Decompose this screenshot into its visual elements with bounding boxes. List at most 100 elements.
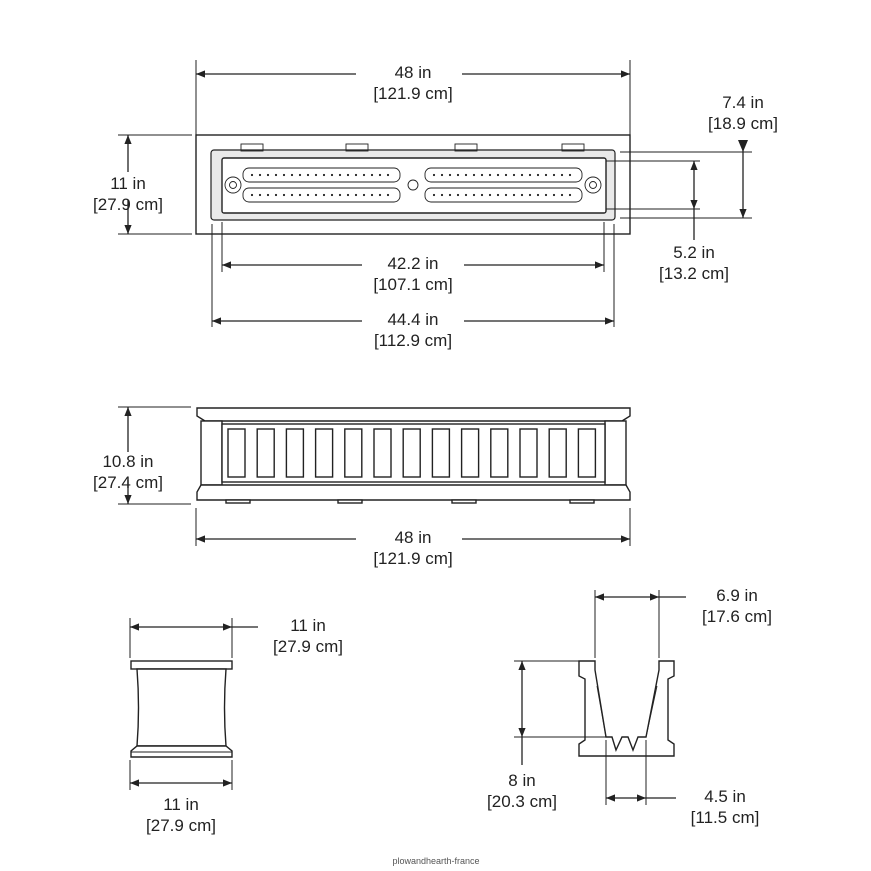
drainage-hole: [314, 173, 318, 177]
drainage-hole: [354, 193, 358, 197]
top-inner-length-dimension: 42.2 in [107.1 cm]: [221, 222, 605, 294]
drainage-hole: [298, 193, 302, 197]
drainage-hole: [378, 193, 382, 197]
drainage-hole: [536, 193, 540, 197]
drainage-hole: [496, 173, 500, 177]
front-slat: [460, 428, 480, 478]
drainage-hole: [552, 173, 556, 177]
outer-channel-imperial-label: 7.4 in: [722, 93, 764, 112]
cross-top-imperial-label: 6.9 in: [716, 586, 758, 605]
cross-top-metric-label: [17.6 cm]: [702, 607, 772, 626]
front-view: 10.8 in [27.4 cm] 48 in [121.9 cm]: [93, 406, 631, 568]
inner-length-imperial-label: 42.2 in: [387, 254, 438, 273]
cross-bottom-metric-label: [11.5 cm]: [691, 808, 760, 827]
front-slat: [344, 428, 363, 478]
drainage-hole: [250, 173, 254, 177]
side-bottom-width-dimension: 11 in [27.9 cm]: [129, 760, 233, 835]
cross-depth-dimension: 8 in [20.3 cm]: [487, 660, 612, 811]
side-bottom-metric-label: [27.9 cm]: [146, 816, 216, 835]
front-slat: [227, 428, 246, 478]
front-height-dimension: 10.8 in [27.4 cm]: [93, 406, 191, 505]
drainage-hole: [298, 173, 302, 177]
front-slat: [402, 428, 421, 478]
drainage-hole: [464, 173, 468, 177]
drainage-hole: [520, 173, 524, 177]
front-slat: [519, 428, 538, 478]
inner-length-metric-label: [107.1 cm]: [373, 275, 452, 294]
drainage-hole: [322, 193, 326, 197]
drainage-hole: [282, 173, 286, 177]
drainage-hole: [432, 173, 436, 177]
top-basin-length-dimension: 44.4 in [112.9 cm]: [211, 224, 615, 350]
front-length-imperial-label: 48 in: [395, 528, 432, 547]
front-height-imperial-label: 10.8 in: [102, 452, 153, 471]
cross-bottom-width-dimension: 4.5 in [11.5 cm]: [605, 740, 760, 827]
drainage-hole: [378, 173, 382, 177]
drainage-hole: [480, 193, 484, 197]
drainage-hole: [528, 173, 532, 177]
top-view: 48 in [121.9 cm] 11 in [27.9 cm]: [93, 60, 778, 350]
drainage-hole: [504, 173, 508, 177]
drainage-hole: [274, 193, 278, 197]
drainage-hole: [274, 173, 278, 177]
drainage-hole: [488, 173, 492, 177]
drainage-hole: [266, 193, 270, 197]
drainage-hole: [258, 193, 262, 197]
drainage-hole: [560, 173, 564, 177]
drainage-hole: [322, 173, 326, 177]
drainage-hole: [568, 193, 572, 197]
top-length-imperial-label: 48 in: [395, 63, 432, 82]
drainage-hole: [544, 173, 548, 177]
drainage-hole: [338, 193, 342, 197]
drainage-hole: [346, 173, 350, 177]
drainage-hole: [266, 173, 270, 177]
drainage-hole: [496, 193, 500, 197]
top-overall-width-dimension: 11 in [27.9 cm]: [93, 134, 192, 235]
outer-channel-metric-label: [18.9 cm]: [708, 114, 778, 133]
drainage-hole: [464, 193, 468, 197]
drainage-hole: [370, 193, 374, 197]
front-slat: [431, 428, 451, 478]
drainage-hole: [512, 193, 516, 197]
drainage-hole: [456, 193, 460, 197]
drainage-hole: [552, 193, 556, 197]
cross-section-profile: [578, 660, 675, 757]
drainage-hole: [362, 173, 366, 177]
drainage-hole: [560, 193, 564, 197]
drainage-hole: [472, 193, 476, 197]
front-slat: [256, 428, 275, 478]
front-length-dimension: 48 in [121.9 cm]: [195, 508, 631, 568]
inner-channel-metric-label: [13.2 cm]: [659, 264, 729, 283]
front-slat: [577, 428, 597, 478]
front-slat: [548, 428, 567, 478]
drainage-hole: [330, 173, 334, 177]
front-slats: [227, 428, 597, 478]
drainage-hole: [258, 173, 262, 177]
inner-channel-imperial-label: 5.2 in: [673, 243, 715, 262]
drainage-holes: [250, 173, 572, 197]
side-view-planter: [130, 660, 233, 758]
cross-section-view: 6.9 in [17.6 cm] 8 in [20.3 cm] 4.5 in […: [487, 586, 772, 827]
side-top-width-dimension: 11 in [27.9 cm]: [129, 616, 343, 658]
top-view-planter: [195, 134, 631, 235]
drainage-hole: [440, 193, 444, 197]
drainage-hole: [346, 193, 350, 197]
drainage-hole: [370, 173, 374, 177]
cross-top-opening-dimension: 6.9 in [17.6 cm]: [594, 586, 772, 658]
drainage-hole: [528, 193, 532, 197]
drainage-hole: [544, 193, 548, 197]
drainage-hole: [472, 173, 476, 177]
drainage-hole: [290, 193, 294, 197]
drainage-hole: [504, 193, 508, 197]
drainage-hole: [480, 173, 484, 177]
front-height-metric-label: [27.4 cm]: [93, 473, 163, 492]
drainage-hole: [306, 173, 310, 177]
side-view: 11 in [27.9 cm] 11 in [27.9 cm]: [129, 616, 343, 835]
drainage-hole: [448, 193, 452, 197]
top-length-metric-label: [121.9 cm]: [373, 84, 452, 103]
cross-bottom-imperial-label: 4.5 in: [704, 787, 746, 806]
basin-length-metric-label: [112.9 cm]: [374, 331, 452, 350]
drainage-hole: [568, 173, 572, 177]
drainage-hole: [488, 193, 492, 197]
